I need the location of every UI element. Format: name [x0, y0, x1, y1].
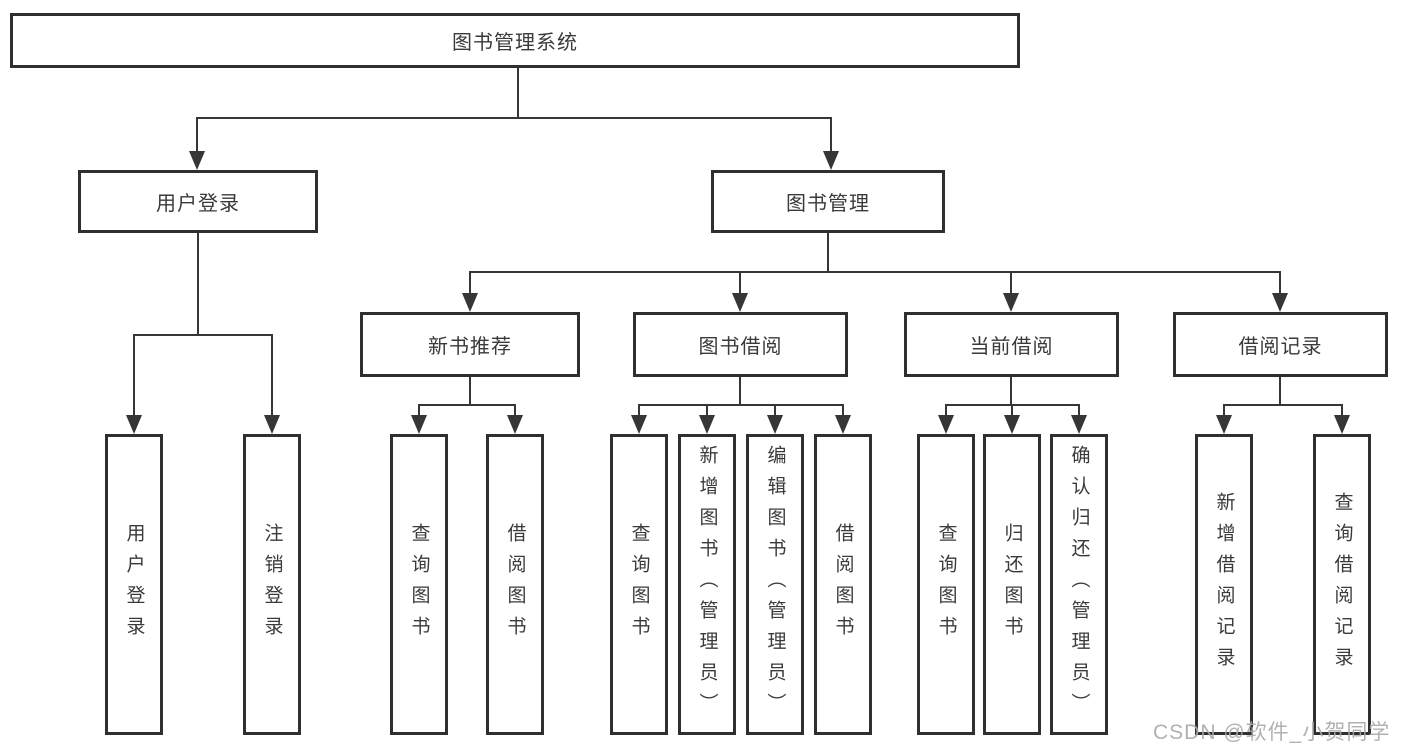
connector-line: [1010, 271, 1012, 297]
connector-line: [1223, 404, 1225, 418]
connector-line: [1011, 404, 1013, 418]
connector-line: [945, 404, 947, 418]
connector-line: [196, 117, 198, 155]
node-new-book-recommend: 新书推荐: [360, 312, 580, 377]
connector-line: [1010, 377, 1012, 405]
connector-line: [1279, 271, 1281, 297]
node-borrow-records: 借阅记录: [1173, 312, 1388, 377]
arrow-down-icon: [1003, 293, 1019, 312]
arrow-down-icon: [823, 151, 839, 170]
csdn-watermark: CSDN @软件_小贺同学: [1153, 721, 1391, 744]
leaf-add-borrow-record: 新增借阅记录: [1195, 434, 1253, 735]
leaf-query-books-2: 查询图书: [610, 434, 668, 735]
connector-line: [469, 271, 1281, 273]
arrow-down-icon: [631, 415, 647, 434]
connector-line: [197, 233, 199, 336]
connector-line: [1341, 404, 1343, 418]
connector-line: [133, 334, 273, 336]
arrow-down-icon: [462, 293, 478, 312]
arrow-down-icon: [126, 415, 142, 434]
connector-line: [1223, 404, 1343, 406]
connector-line: [271, 334, 273, 418]
leaf-query-books-1: 查询图书: [390, 434, 448, 735]
node-book-management: 图书管理: [711, 170, 945, 233]
arrow-down-icon: [189, 151, 205, 170]
connector-line: [638, 404, 844, 406]
node-book-borrow: 图书借阅: [633, 312, 848, 377]
connector-line: [469, 271, 471, 297]
connector-line: [774, 404, 776, 418]
connector-line: [842, 404, 844, 418]
arrow-down-icon: [411, 415, 427, 434]
leaf-confirm-return-admin: 确认归还（管理员）: [1050, 434, 1108, 735]
leaf-query-books-3: 查询图书: [917, 434, 975, 735]
connector-line: [1078, 404, 1080, 418]
connector-line: [133, 334, 135, 418]
arrow-down-icon: [507, 415, 523, 434]
connector-line: [418, 404, 516, 406]
arrow-down-icon: [767, 415, 783, 434]
arrow-down-icon: [1216, 415, 1232, 434]
node-root: 图书管理系统: [10, 13, 1020, 68]
leaf-edit-book-admin: 编辑图书（管理员）: [746, 434, 804, 735]
arrow-down-icon: [699, 415, 715, 434]
arrow-down-icon: [264, 415, 280, 434]
connector-line: [739, 377, 741, 405]
connector-line: [830, 117, 832, 155]
connector-line: [469, 377, 471, 405]
leaf-return-book: 归还图书: [983, 434, 1041, 735]
arrow-down-icon: [835, 415, 851, 434]
leaf-borrow-books-2: 借阅图书: [814, 434, 872, 735]
connector-line: [514, 404, 516, 418]
connector-line: [638, 404, 640, 418]
arrow-down-icon: [938, 415, 954, 434]
arrow-down-icon: [1334, 415, 1350, 434]
leaf-user-login: 用户登录: [105, 434, 163, 735]
leaf-add-book-admin: 新增图书（管理员）: [678, 434, 736, 735]
connector-line: [196, 117, 832, 119]
arrow-down-icon: [1071, 415, 1087, 434]
connector-line: [418, 404, 420, 418]
leaf-logout: 注销登录: [243, 434, 301, 735]
arrow-down-icon: [1272, 293, 1288, 312]
node-user-login: 用户登录: [78, 170, 318, 233]
connector-line: [1279, 377, 1281, 405]
connector-line: [517, 68, 519, 119]
leaf-borrow-books-1: 借阅图书: [486, 434, 544, 735]
leaf-query-borrow-record: 查询借阅记录: [1313, 434, 1371, 735]
node-current-borrow: 当前借阅: [904, 312, 1119, 377]
arrow-down-icon: [732, 293, 748, 312]
connector-line: [827, 233, 829, 272]
arrow-down-icon: [1004, 415, 1020, 434]
connector-line: [706, 404, 708, 418]
connector-line: [739, 271, 741, 297]
